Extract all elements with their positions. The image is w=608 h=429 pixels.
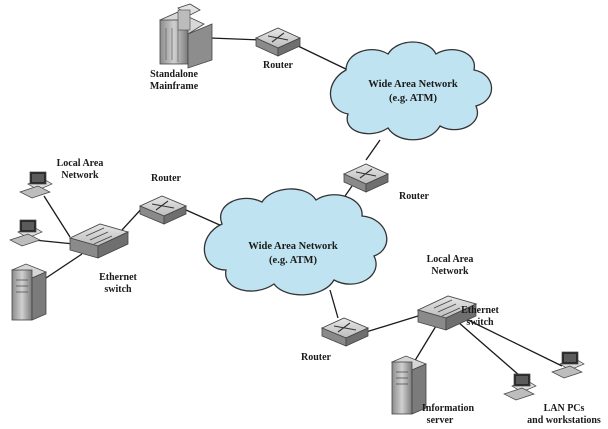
pc-left-1-icon (19, 171, 53, 199)
lan-right-label: Local Area Network (427, 254, 474, 277)
router-left-label: Router (151, 173, 182, 184)
pc-right-2-icon (551, 351, 585, 379)
lan-pcs-label: LAN PCs and workstations (527, 403, 601, 426)
link-wan-top-router-mid (365, 139, 381, 161)
link-router-top-wan-top (297, 45, 353, 73)
link-mainframe-router-top (209, 37, 263, 41)
link-wan-mid-router-bottom (329, 289, 339, 319)
information-server-icon: Information server (390, 355, 475, 426)
link-router-bottom-switch-right (365, 315, 419, 333)
lan-pcs-label-1: LAN PCs (544, 403, 585, 414)
wan-top-label-1: Wide Area Network (368, 79, 458, 90)
wan-top-label-2: (e.g. ATM) (389, 93, 437, 104)
switch-left-icon: Ethernet switch (68, 223, 138, 295)
router-mid-right-icon: Router (342, 163, 430, 202)
links (33, 37, 563, 377)
lan-left-label-1: Local Area (57, 158, 104, 169)
mainframe-label-2: Mainframe (150, 81, 199, 92)
router-bottom-label: Router (301, 352, 332, 363)
switch-right-label-2: switch (466, 317, 494, 328)
pc-right-1-icon (503, 373, 537, 401)
switch-right-label-1: Ethernet (461, 305, 499, 316)
wan-mid-label-2: (e.g. ATM) (269, 255, 317, 266)
switch-left-label-1: Ethernet (99, 272, 137, 283)
lan-left-label-2: Network (61, 170, 99, 181)
mainframe-label-1: Standalone (150, 69, 198, 80)
lan-pcs-label-2: and workstations (527, 415, 601, 426)
lan-left-label: Local Area Network (57, 158, 104, 181)
switch-right-icon: Ethernet switch (416, 295, 500, 331)
link-switch-right-pc1 (457, 321, 521, 377)
link-switch-left-server (39, 253, 83, 283)
router-bottom-icon: Router (301, 317, 370, 363)
lan-right-label-1: Local Area (427, 254, 474, 265)
server-left-icon (10, 263, 48, 321)
wan-mid-label-1: Wide Area Network (248, 241, 338, 252)
router-top-icon: Router (254, 27, 302, 71)
information-server-label-1: Information (422, 403, 475, 414)
wan-cloud-top: Wide Area Network (e.g. ATM) (329, 41, 493, 141)
router-mid-right-label: Router (399, 191, 430, 202)
switch-left-label-2: switch (104, 284, 132, 295)
wan-cloud-mid: Wide Area Network (e.g. ATM) (203, 188, 388, 296)
link-switch-right-pc2 (463, 317, 563, 367)
link-switch-left-pc1 (43, 195, 71, 238)
link-router-left-wan-mid (185, 209, 223, 227)
mainframe-icon: Standalone Mainframe (150, 3, 213, 92)
router-left-icon: Router (138, 173, 188, 225)
pc-left-2-icon (9, 219, 43, 247)
router-top-label: Router (263, 60, 294, 71)
lan-right-label-2: Network (431, 266, 469, 277)
link-switch-left-pc2 (33, 239, 75, 245)
information-server-label-2: server (427, 415, 454, 426)
